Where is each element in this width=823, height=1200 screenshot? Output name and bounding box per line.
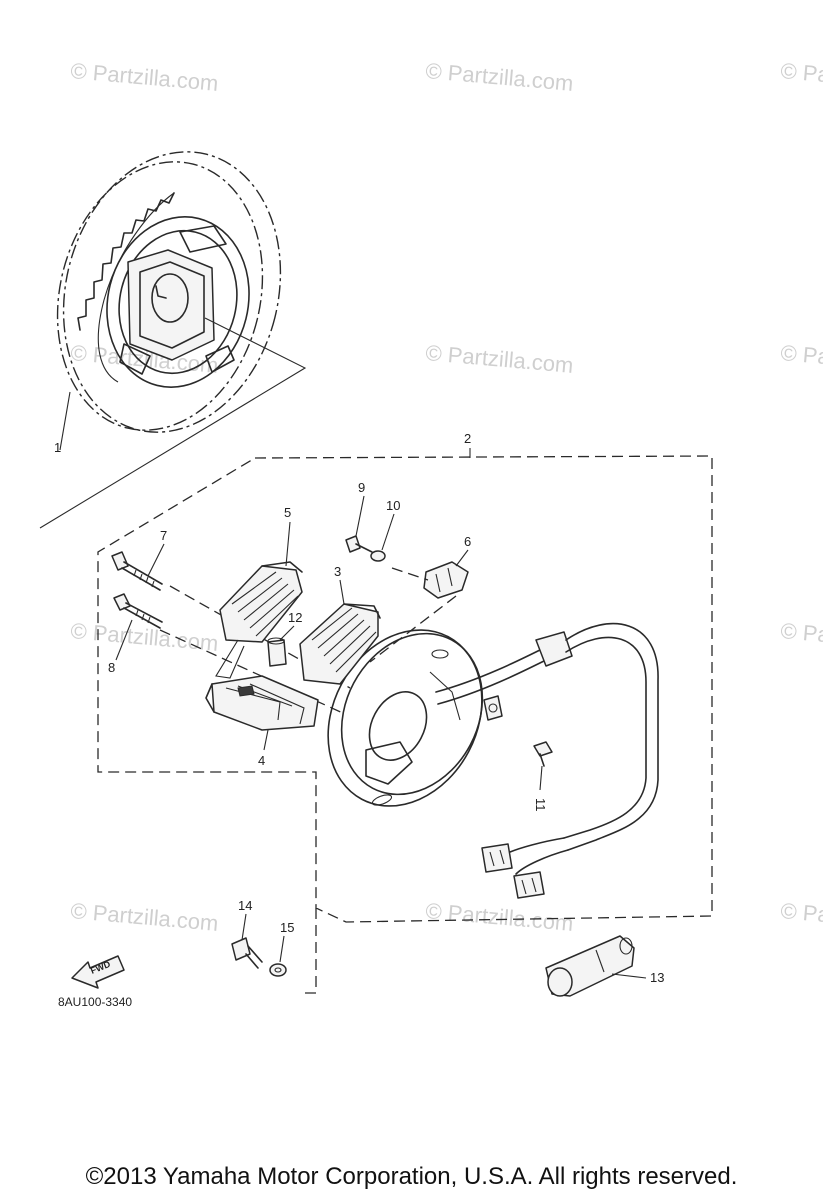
callout-7: 7 bbox=[160, 528, 167, 543]
washer-10 bbox=[370, 550, 386, 562]
callout-10: 10 bbox=[386, 498, 400, 513]
stator-assembly-outline bbox=[97, 448, 713, 994]
screw-9 bbox=[345, 535, 373, 553]
diagram-code: 8AU100-3340 bbox=[58, 995, 132, 1009]
callout-11: 11 bbox=[533, 798, 548, 812]
callout-9: 9 bbox=[358, 480, 365, 495]
lead-wire bbox=[435, 622, 659, 899]
watermark: © Partzilla.com bbox=[780, 618, 823, 656]
callout-3: 3 bbox=[334, 564, 341, 579]
rotor-flywheel bbox=[39, 151, 307, 529]
watermark: © Partzilla.com bbox=[425, 898, 575, 936]
callout-labels: 1 2 3 4 5 6 7 8 9 10 11 12 13 14 15 bbox=[54, 431, 664, 985]
watermark: © Partzilla.com bbox=[70, 898, 220, 936]
callout-8: 8 bbox=[108, 660, 115, 675]
watermark: © Partzilla.com bbox=[780, 58, 823, 96]
holder-6 bbox=[369, 561, 469, 663]
watermark: © Partzilla.com bbox=[780, 898, 823, 936]
callout-12: 12 bbox=[288, 610, 302, 625]
fwd-arrow: FWD bbox=[71, 955, 125, 989]
pickup-coil-5 bbox=[215, 561, 303, 679]
watermark-layer: © Partzilla.com © Partzilla.com © Partzi… bbox=[70, 58, 823, 936]
watermark: © Partzilla.com bbox=[425, 58, 575, 96]
bolt-7 bbox=[111, 551, 163, 591]
watermark: © Partzilla.com bbox=[70, 618, 220, 656]
callout-2: 2 bbox=[464, 431, 471, 446]
callout-15: 15 bbox=[280, 920, 294, 935]
stator-coil-4 bbox=[205, 675, 319, 731]
collar-12 bbox=[267, 637, 287, 667]
bolt-8 bbox=[113, 593, 163, 629]
callout-1: 1 bbox=[54, 440, 61, 455]
screw-11 bbox=[533, 741, 553, 767]
watermark: © Partzilla.com bbox=[425, 340, 575, 378]
watermark: © Partzilla.com bbox=[780, 340, 823, 378]
tool-13 bbox=[545, 935, 635, 997]
watermark: © Partzilla.com bbox=[70, 58, 220, 96]
callout-14: 14 bbox=[238, 898, 252, 913]
charging-coil-3 bbox=[299, 603, 381, 685]
callout-6: 6 bbox=[464, 534, 471, 549]
copyright-notice: ©2013 Yamaha Motor Corporation, U.S.A. A… bbox=[85, 1163, 738, 1190]
bolt-14 bbox=[231, 937, 263, 969]
callout-4: 4 bbox=[258, 753, 265, 768]
callout-5: 5 bbox=[284, 505, 291, 520]
callout-13: 13 bbox=[650, 970, 664, 985]
washer-15 bbox=[269, 963, 287, 977]
